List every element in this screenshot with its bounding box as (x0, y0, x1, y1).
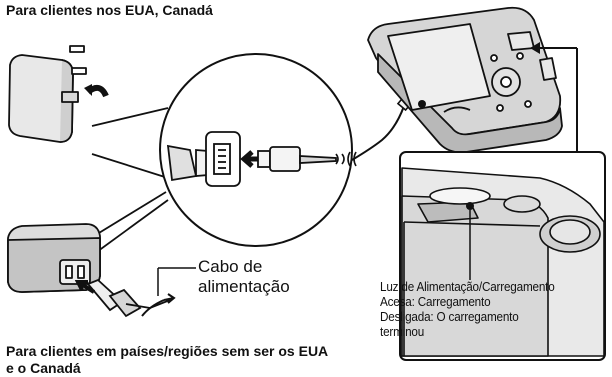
power-charge-lamp (466, 202, 474, 210)
callout-line1: Luz de Alimentação/Carregamento (380, 280, 555, 294)
power-cord-label: Cabo de alimentação (198, 257, 290, 297)
zoom-magnifier (159, 53, 353, 247)
callout-line2: Acesa: Carregamento (380, 295, 491, 309)
heading-us-canada: Para clientes nos EUA, Canadá (6, 2, 213, 18)
heading-other-countries: Para clientes em países/regiões sem ser … (6, 343, 328, 376)
callout-line3: Desligada: O carregamento (380, 310, 519, 324)
us-plug-adapter (8, 45, 87, 143)
usb-port-detail (166, 131, 241, 187)
charge-lamp-callout: Luz de Alimentação/Carregamento Acesa: C… (380, 280, 594, 340)
callout-line4: terminou (380, 325, 425, 339)
camera-top-detail (401, 167, 605, 357)
power-cord-label-line1: Cabo de (198, 257, 263, 276)
charging-illustration (7, 6, 606, 361)
power-cord-label-line2: alimentação (198, 277, 290, 296)
ac-adapter (7, 223, 101, 293)
camera-body (367, 6, 563, 154)
usb-plug-zoom (257, 146, 337, 172)
